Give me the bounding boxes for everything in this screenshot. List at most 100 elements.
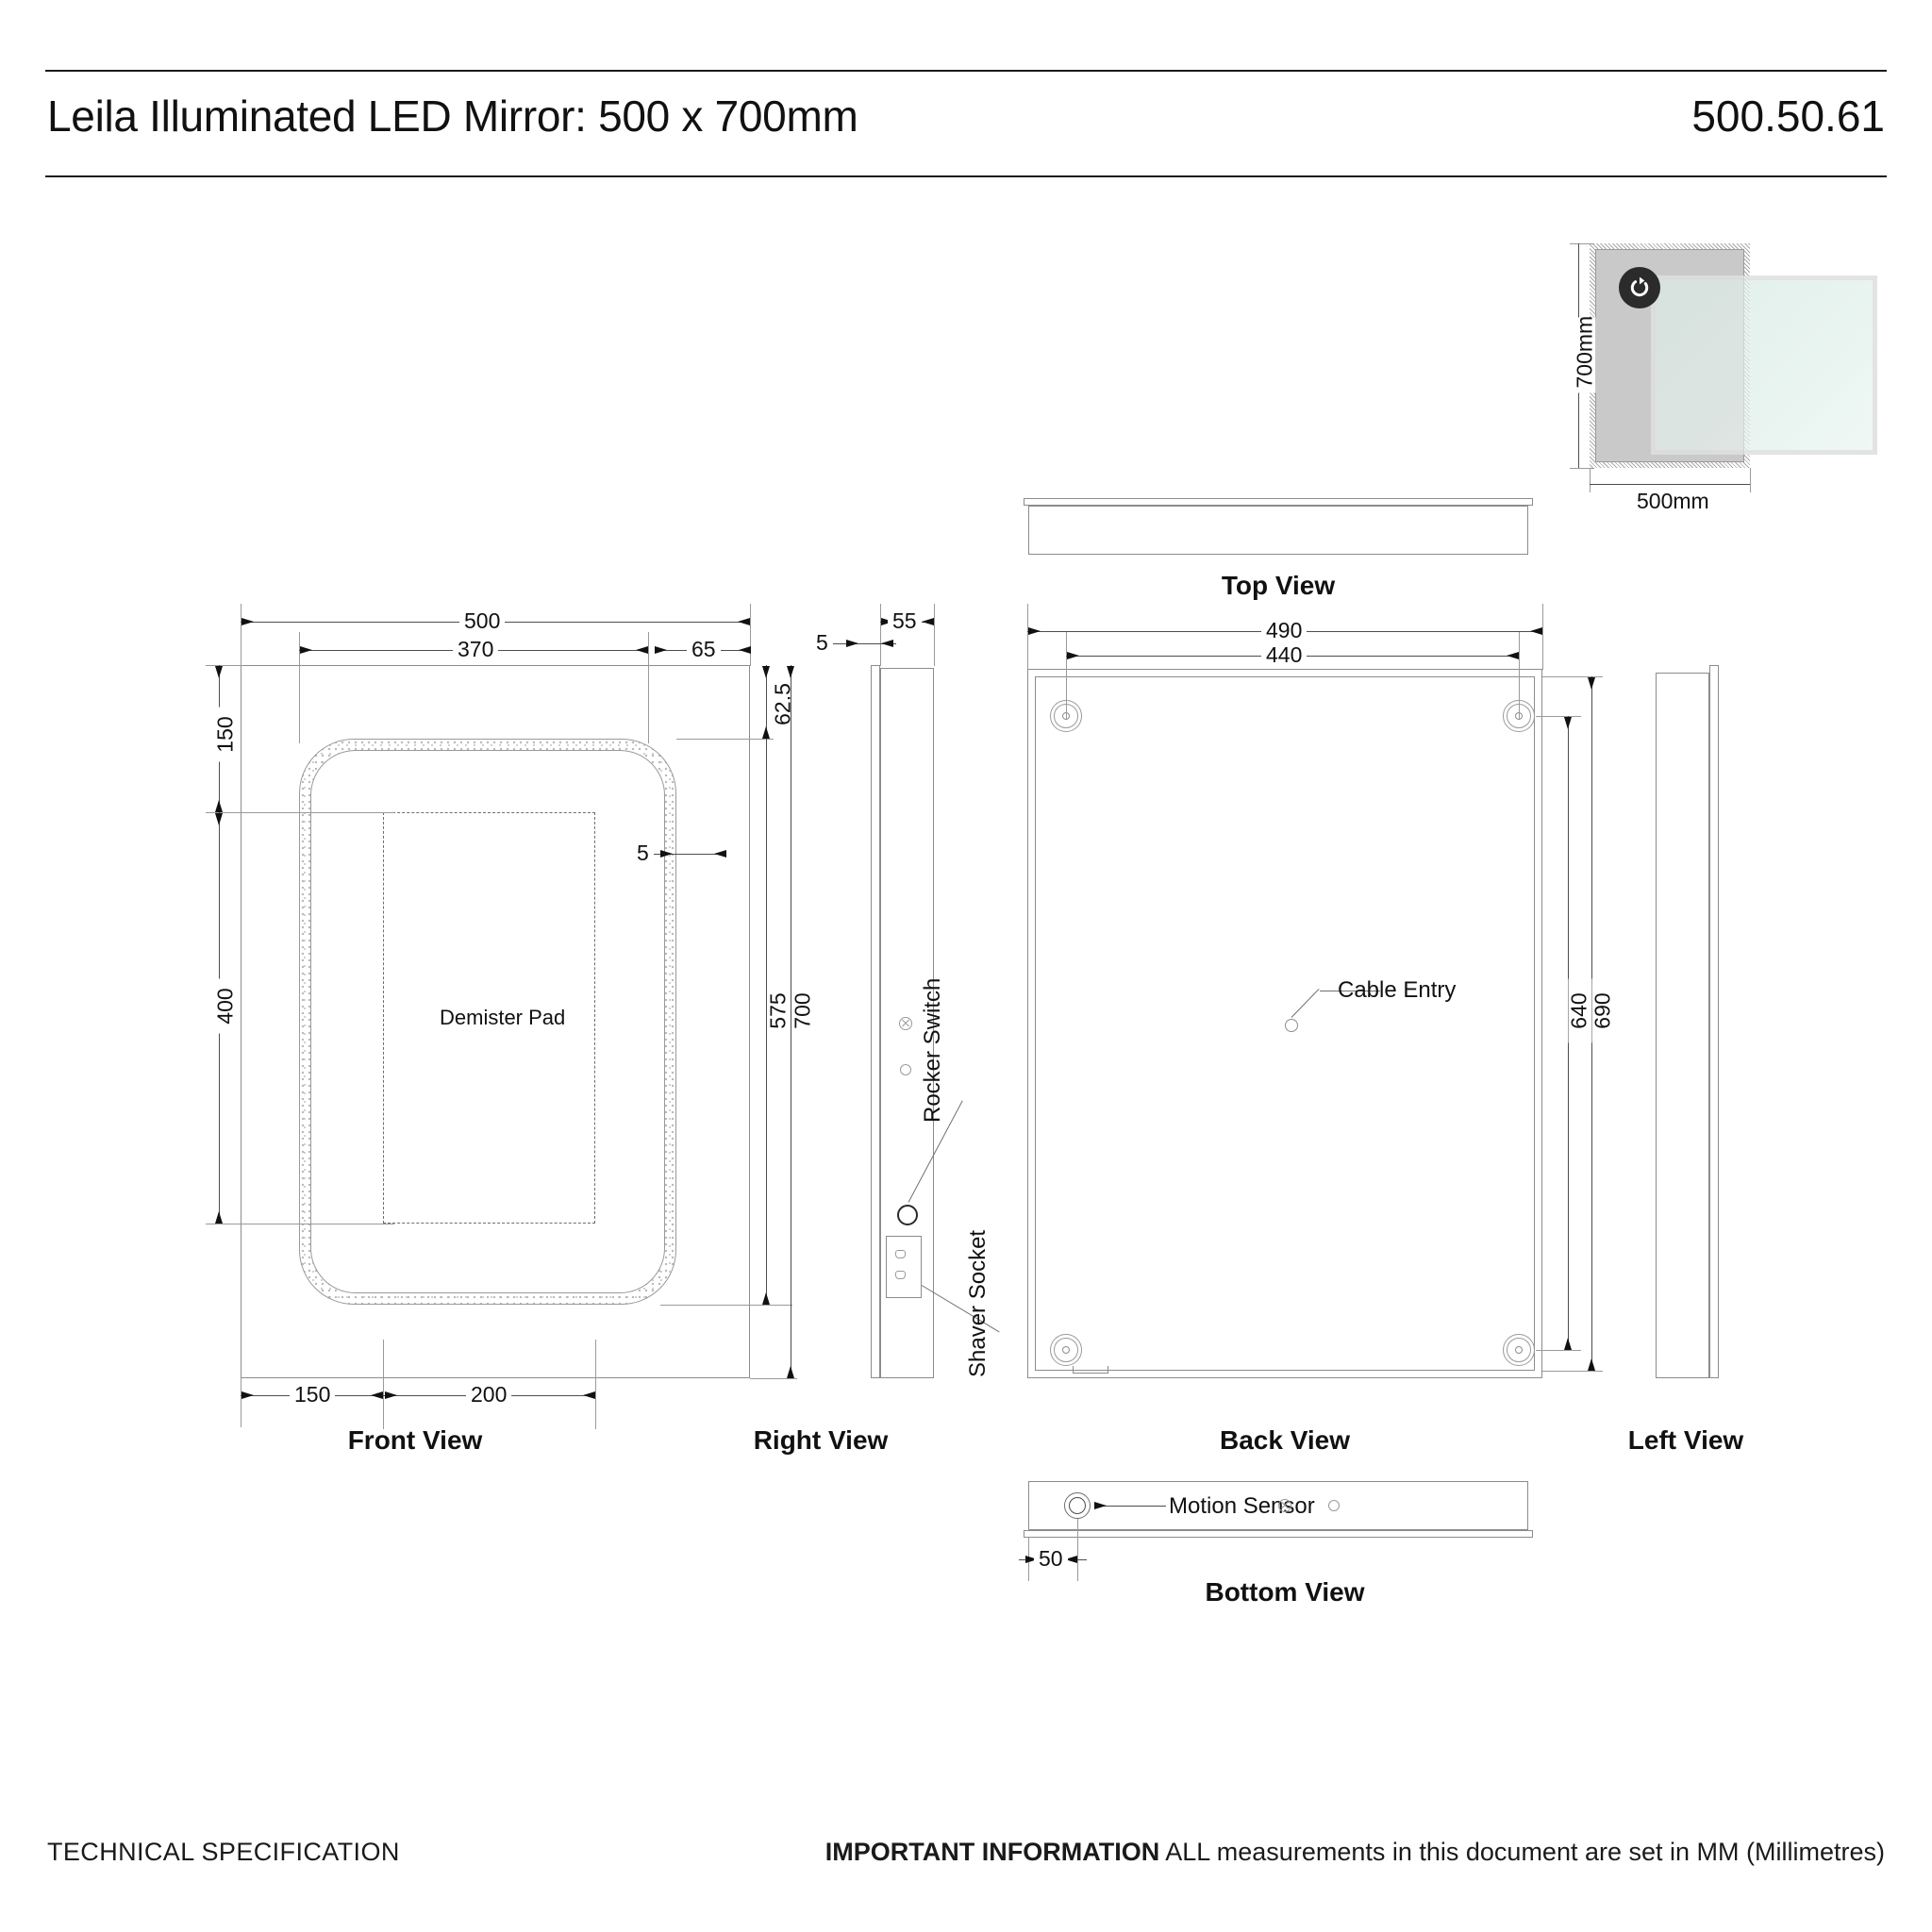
cable-entry-label: Cable Entry — [1338, 977, 1457, 1003]
back-view-outer — [1027, 669, 1542, 1378]
front-arrow-150-bottom — [215, 800, 223, 812]
bottom-arrow-50-left — [1025, 1556, 1038, 1563]
front-view-label: Front View — [347, 1425, 483, 1455]
front-ext-left-500 — [241, 604, 242, 666]
front-ext-bottom-left — [241, 1378, 242, 1427]
thumb-dim-ext-left — [1590, 468, 1591, 492]
front-arrow-b150-left — [242, 1391, 254, 1399]
front-view-outer-panel — [241, 665, 750, 1378]
front-ext-right-370 — [648, 632, 649, 743]
front-dim-bottom-200: 200 — [466, 1384, 512, 1406]
front-ext-bottom-right — [595, 1340, 596, 1429]
motion-sensor-label: Motion Sensor — [1169, 1493, 1315, 1519]
front-ext-left-370 — [299, 632, 300, 743]
left-view-label: Left View — [1627, 1425, 1744, 1455]
front-arrow-700-top — [787, 666, 794, 678]
page-title: Leila Illuminated LED Mirror: 500 x 700m… — [47, 92, 858, 141]
back-dim-440: 440 — [1261, 644, 1307, 666]
right-dim-line-5 — [830, 643, 896, 644]
shaver-socket-slot-top — [895, 1250, 906, 1258]
bottom-view-hole-icon — [1328, 1500, 1340, 1511]
front-arrow-5-right — [714, 850, 726, 858]
left-view-glass — [1709, 665, 1719, 1378]
right-arrow-55-left — [881, 618, 893, 625]
front-arrow-b200-right — [583, 1391, 595, 1399]
front-dim-bottom-150: 150 — [290, 1384, 336, 1406]
front-ext-150-bottom — [206, 812, 394, 813]
front-ext-575-bottom — [660, 1305, 792, 1306]
front-dim-line-575 — [766, 739, 767, 1305]
front-arrow-150-top — [215, 666, 223, 678]
front-arrow-65-left — [655, 646, 667, 654]
thumb-dim-ext-top — [1570, 243, 1594, 244]
product-code: 500.50.61 — [1691, 92, 1885, 141]
thumb-dim-ext-bottom — [1570, 468, 1594, 469]
back-view-bottom-notch — [1073, 1366, 1108, 1374]
right-view-body — [880, 668, 934, 1378]
back-view-fixing-bottom-right — [1503, 1334, 1535, 1366]
right-view-screw-icon — [899, 1017, 912, 1030]
back-arrow-440-right — [1507, 652, 1519, 659]
header-bottom-rule — [45, 175, 1887, 177]
front-arrow-400-bottom — [215, 1211, 223, 1224]
demister-pad-outline — [383, 812, 595, 1224]
footer-important-strong: IMPORTANT INFORMATION — [824, 1838, 1160, 1866]
right-arrow-5-left — [846, 640, 858, 647]
front-ext-625-bottom — [676, 739, 774, 740]
front-arrow-5-left — [660, 850, 673, 858]
front-arrow-65-right — [739, 646, 751, 654]
front-arrow-370-right — [636, 646, 648, 654]
front-arrow-500-left — [242, 618, 254, 625]
right-dim-5: 5 — [811, 632, 833, 654]
shaver-socket-label: Shaver Socket — [965, 1229, 991, 1377]
right-ext-55-right — [934, 604, 935, 666]
rocker-switch-icon — [897, 1205, 918, 1225]
front-arrow-700-bottom — [787, 1366, 794, 1378]
thumbnail-glass-overlay — [1651, 275, 1877, 455]
front-ext-right-500 — [750, 604, 751, 666]
back-ext-640-top — [1536, 716, 1581, 717]
front-dim-5: 5 — [632, 842, 654, 864]
front-arrow-500-right — [738, 618, 750, 625]
thumb-dim-ext-right — [1750, 468, 1751, 492]
back-dim-690: 690 — [1591, 978, 1615, 1043]
back-dim-640: 640 — [1567, 978, 1591, 1043]
shaver-socket-outline — [886, 1236, 922, 1298]
shaver-socket-slot-bottom — [895, 1271, 906, 1279]
right-view-label: Right View — [753, 1425, 889, 1455]
back-view-inner — [1035, 676, 1535, 1371]
back-arrow-640-bottom — [1564, 1338, 1572, 1350]
motion-sensor-leader — [1096, 1506, 1166, 1507]
back-arrow-690-top — [1588, 677, 1595, 690]
thumb-dim-line-width — [1590, 484, 1750, 485]
front-dim-150: 150 — [213, 707, 238, 762]
footer-important-text: ALL measurements in this document are se… — [1159, 1838, 1885, 1866]
front-arrow-575-bottom — [762, 1292, 770, 1305]
footer-technical-specification: TECHNICAL SPECIFICATION — [47, 1838, 400, 1866]
bottom-view-label: Bottom View — [1205, 1577, 1365, 1607]
front-arrow-b200-left — [385, 1391, 397, 1399]
front-ext-150-top — [206, 665, 243, 666]
bottom-view-body — [1028, 1481, 1528, 1530]
front-ext-bottom-mid — [383, 1340, 384, 1429]
right-arrow-5-right — [881, 640, 893, 647]
top-view-label: Top View — [1221, 571, 1336, 600]
back-ext-440-left — [1066, 632, 1067, 719]
back-view-fixing-bottom-left — [1050, 1334, 1082, 1366]
right-arrow-55-right — [922, 618, 934, 625]
front-arrow-625-top — [762, 666, 770, 678]
cable-entry-hole-icon — [1285, 1019, 1298, 1032]
back-arrow-690-bottom — [1588, 1358, 1595, 1371]
front-dim-400: 400 — [213, 978, 238, 1034]
right-dim-55: 55 — [888, 610, 922, 632]
front-dim-575: 575 — [766, 977, 791, 1044]
back-ext-490-left — [1027, 604, 1028, 670]
thumb-height-label: 700mm — [1573, 316, 1597, 393]
back-ext-690-top — [1542, 676, 1603, 677]
bottom-ext-50-right — [1077, 1519, 1078, 1581]
motion-sensor-arrow — [1094, 1502, 1107, 1509]
back-view-label: Back View — [1219, 1425, 1351, 1455]
top-view-lip — [1024, 498, 1533, 506]
front-dim-line-5 — [651, 854, 726, 855]
